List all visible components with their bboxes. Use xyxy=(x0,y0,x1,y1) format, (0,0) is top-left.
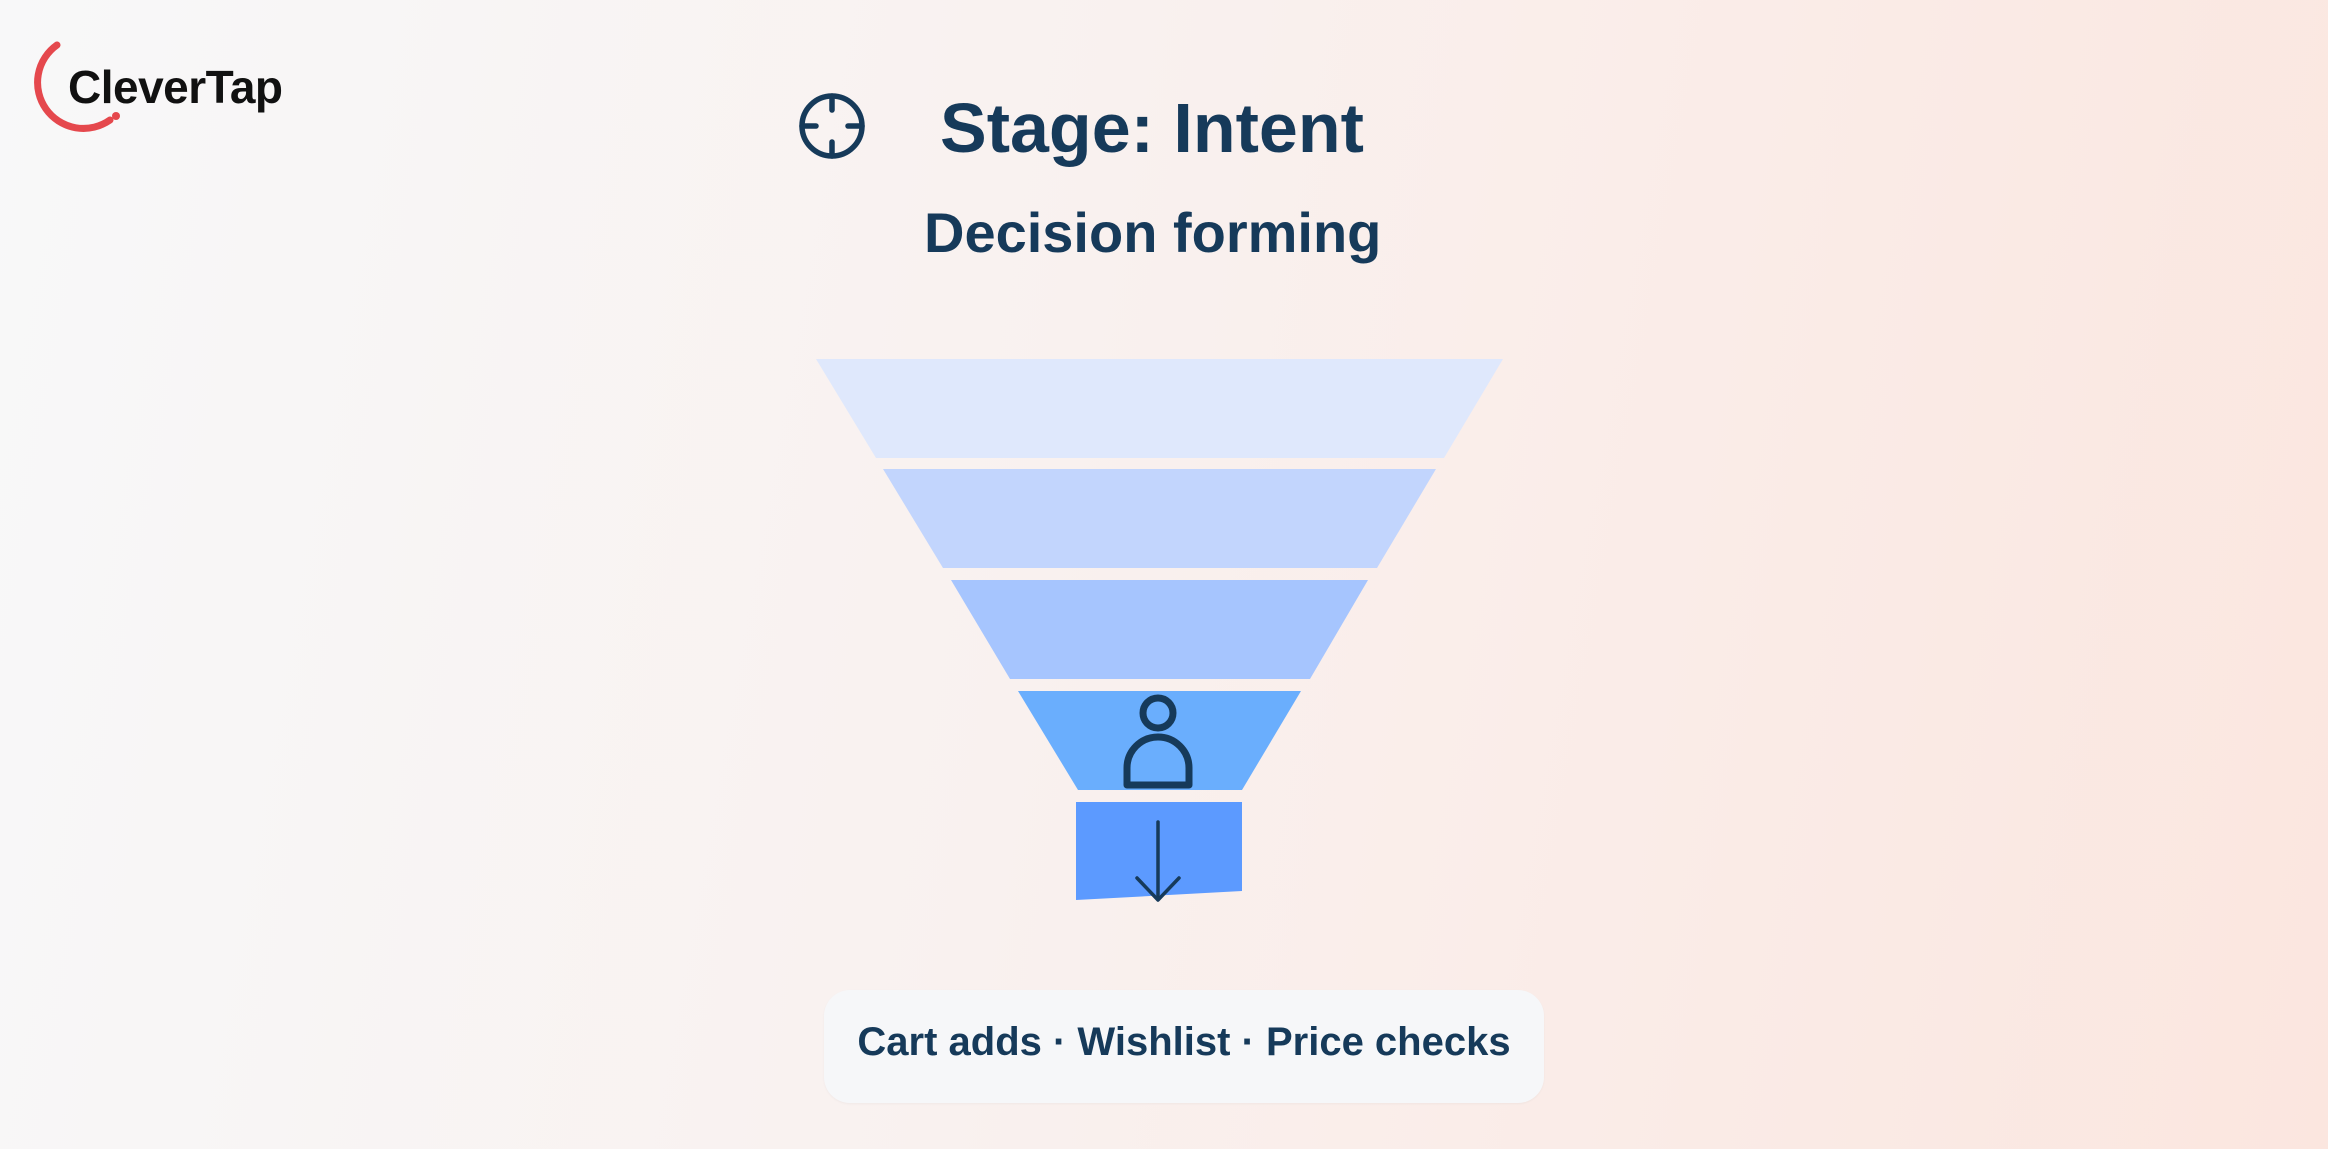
funnel-stage-2 xyxy=(883,469,1436,568)
arrow-down-icon xyxy=(1135,820,1181,902)
page-title: Stage: Intent xyxy=(940,89,1364,167)
funnel-stage-1 xyxy=(816,359,1503,458)
crosshair-icon xyxy=(799,93,865,159)
brand-name: CleverTap xyxy=(68,61,283,113)
clevertap-logo: CleverTap xyxy=(30,40,300,140)
logo-arc-icon xyxy=(34,41,120,132)
stage-signals-pill: Cart adds · Wishlist · Price checks xyxy=(824,990,1544,1103)
page-subtitle: Decision forming xyxy=(924,201,1382,264)
funnel-stage-3 xyxy=(951,580,1368,679)
stage-signals-text: Cart adds · Wishlist · Price checks xyxy=(857,1020,1511,1064)
person-icon xyxy=(1123,694,1193,789)
